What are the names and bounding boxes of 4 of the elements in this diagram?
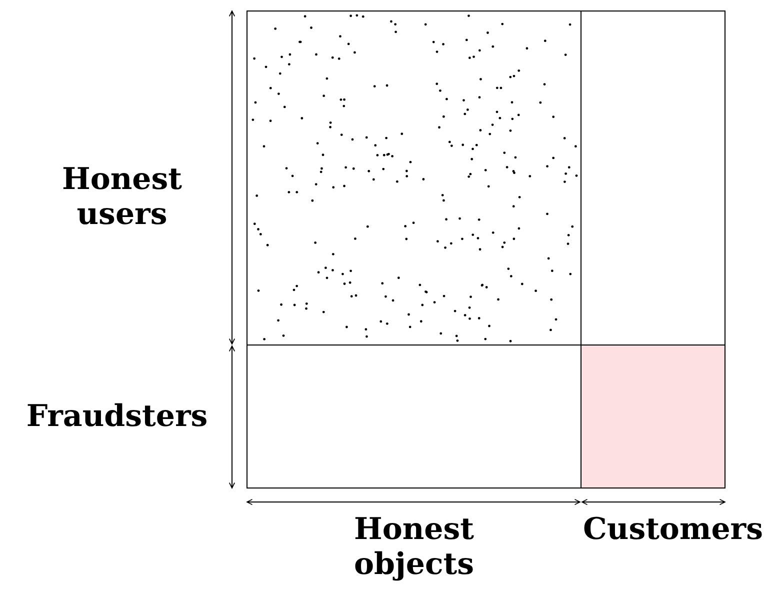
column-label: Customers <box>583 512 763 547</box>
row-label: Honest users <box>61 162 183 232</box>
row-label: Fraudsters <box>25 399 209 434</box>
column-label: Honest objects <box>353 512 475 582</box>
